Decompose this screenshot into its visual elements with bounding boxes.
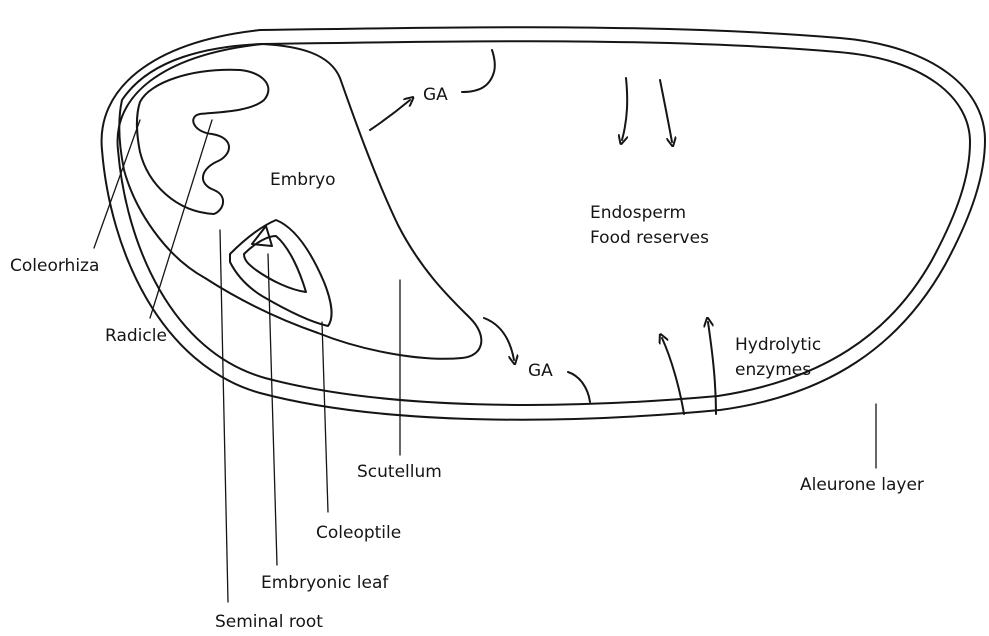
ga-top-hook — [462, 50, 495, 92]
ga-bottom-arrow — [484, 318, 514, 360]
ga-top-arrow — [370, 100, 410, 130]
seminal-root-label: Seminal root — [215, 612, 323, 632]
growing-tip — [252, 226, 272, 246]
ga-bottom-label: GA — [528, 361, 553, 381]
embryo-label: Embryo — [270, 170, 336, 190]
hydrolytic-label: Hydrolytic — [735, 335, 821, 355]
food-reserves-label: Food reserves — [590, 228, 709, 248]
aleurone-layer-label: Aleurone layer — [800, 475, 924, 495]
radicle-cavity — [137, 70, 268, 214]
scutellum-label: Scutellum — [357, 462, 442, 482]
enzymes-label: enzymes — [735, 360, 811, 380]
endosperm-label: Endosperm — [590, 203, 686, 223]
food-arrow-down-2 — [660, 80, 672, 142]
coleoptile-leader — [322, 322, 328, 512]
enzyme-arrow-up-2 — [708, 322, 716, 414]
coleoptile-label: Coleoptile — [316, 523, 401, 543]
coleorhiza-label: Coleorhiza — [10, 256, 99, 276]
radicle-leader — [150, 120, 212, 318]
food-arrow-down-1 — [622, 78, 627, 140]
coleoptile-shape — [230, 220, 331, 326]
aleurone-layer-boundary — [118, 41, 970, 405]
enzyme-arrow-up-1 — [662, 338, 684, 414]
radicle-label: Radicle — [105, 326, 167, 346]
ga-top-label: GA — [423, 85, 448, 105]
embryonic-leaf-label: Embryonic leaf — [261, 573, 389, 593]
seminal-root-leader — [220, 230, 228, 602]
ga-bottom-hook — [568, 372, 590, 402]
embryonic-leaf-leader — [268, 254, 277, 565]
